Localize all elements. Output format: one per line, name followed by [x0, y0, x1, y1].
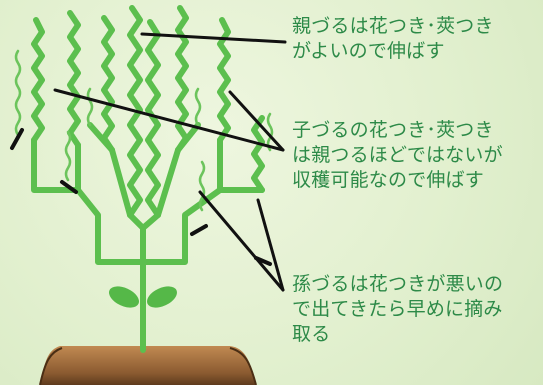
annotation-line: がよいので伸ばす — [292, 40, 445, 62]
pinch-marks — [10, 128, 272, 266]
annotation-line: 親づるは花つき･莢つき — [292, 15, 494, 37]
pointer-lines — [53, 32, 287, 292]
annotation-main-vine: 親づるは花つき･莢つき がよいので伸ばす — [292, 14, 494, 64]
soil-mound — [39, 346, 257, 385]
annotation-child-vine: 子づるの花つき･莢つき は親つるほどではないが 収穫可能なので伸ばす — [292, 118, 503, 193]
annotation-line: 子づるの花つき･莢つき — [292, 119, 494, 141]
annotation-line: は親つるほどではないが — [292, 144, 503, 166]
annotation-line: 取る — [292, 323, 331, 345]
annotation-line: 収穫可能なので伸ばす — [292, 169, 485, 191]
seedling-leaves — [109, 286, 177, 308]
annotation-grandchild-vine: 孫づるは花つきが悪いの で出てきたら早めに摘み 取る — [292, 272, 503, 347]
grandchild-vines — [14, 49, 274, 212]
annotation-line: 孫づるは花つきが悪いの — [292, 273, 504, 295]
annotation-line: で出てきたら早めに摘み — [292, 298, 503, 320]
